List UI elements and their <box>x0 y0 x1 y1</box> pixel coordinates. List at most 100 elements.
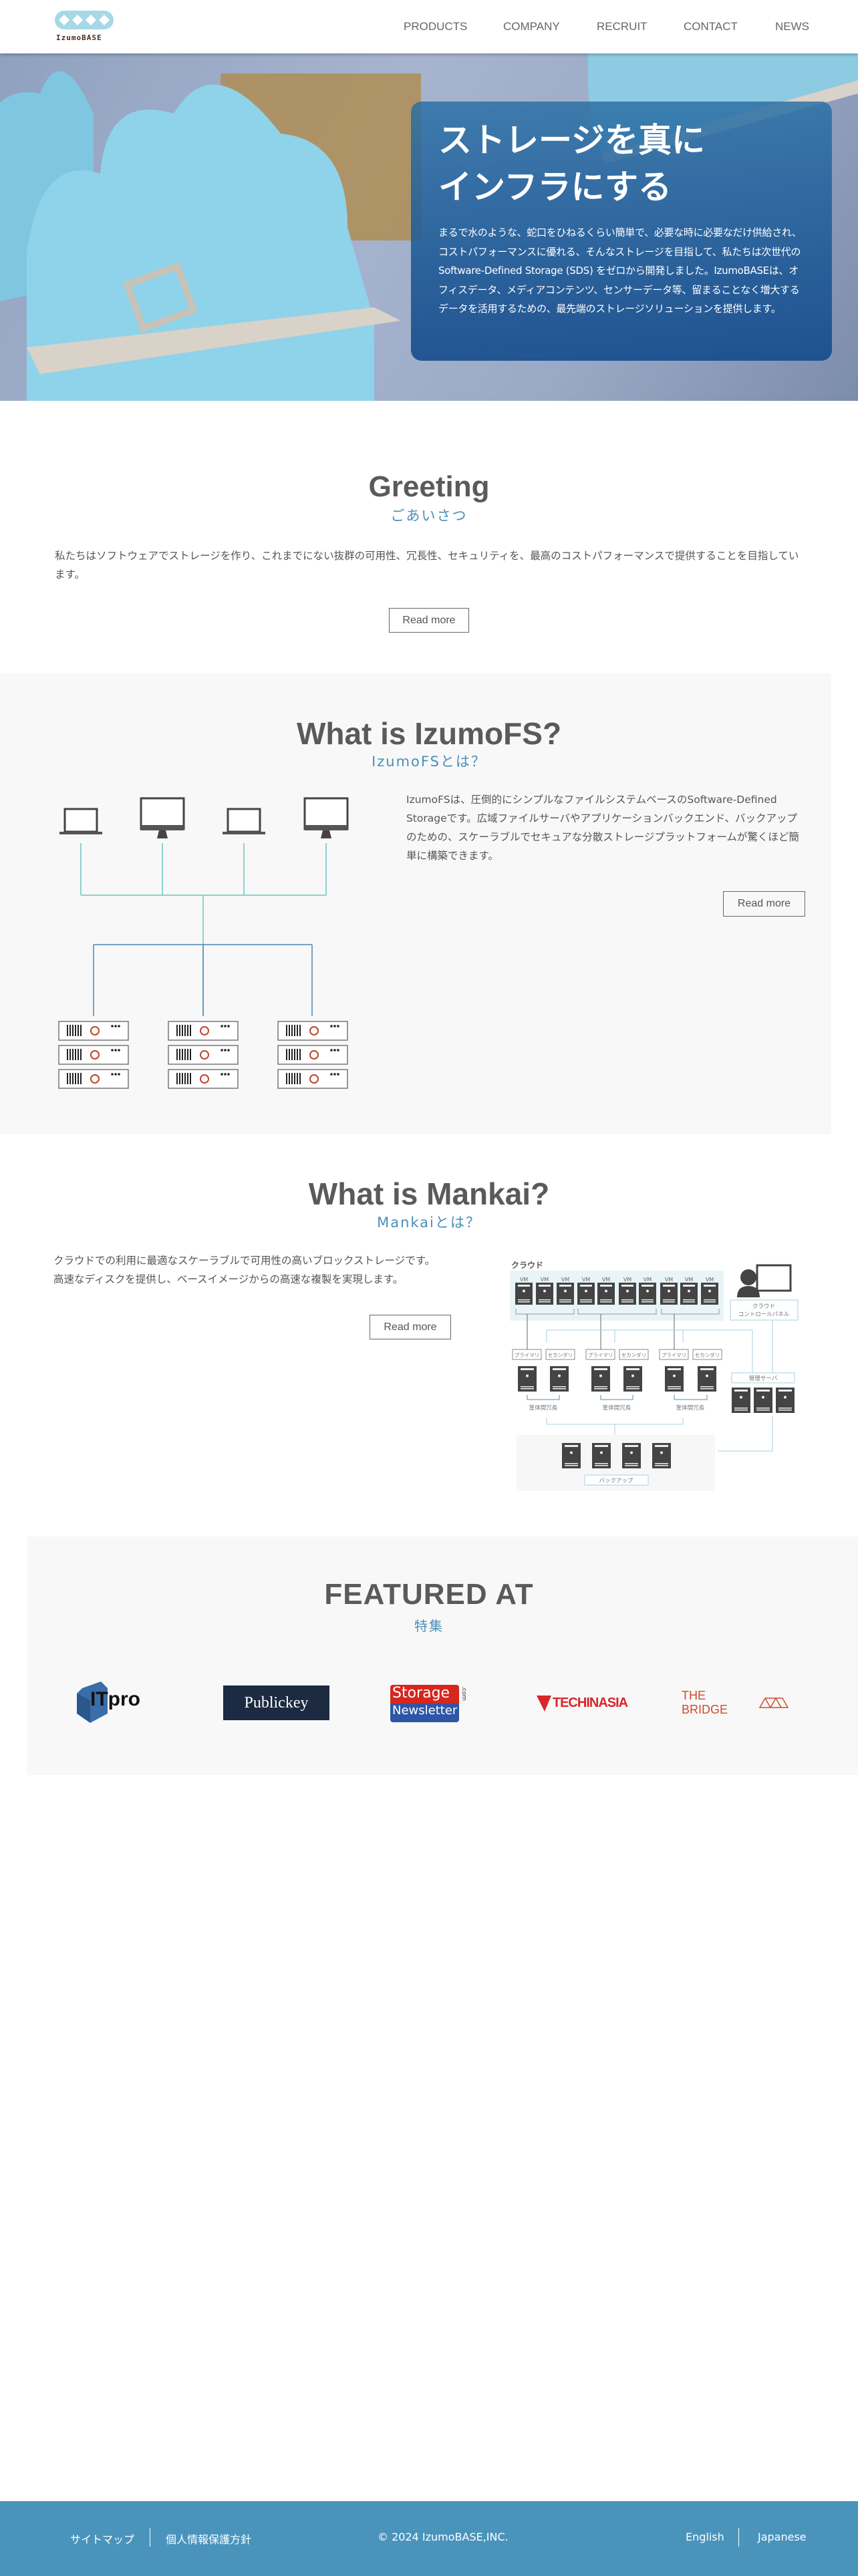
status-led <box>337 1049 339 1052</box>
server-slot <box>778 1408 792 1409</box>
monitor-stand <box>157 830 168 838</box>
drive-bay <box>176 1049 178 1060</box>
status-led <box>224 1049 227 1052</box>
vm-label: VM <box>561 1277 569 1283</box>
drive-bay <box>297 1049 298 1060</box>
publickey-logo[interactable]: Publickey <box>223 1685 329 1720</box>
server-slot <box>521 1368 534 1370</box>
redundancy-bracket <box>674 1395 708 1400</box>
server-slot <box>734 1390 748 1392</box>
izumofs-read-more-button[interactable]: Read more <box>723 891 805 917</box>
server-led <box>558 1374 561 1378</box>
server-slot <box>580 1299 592 1301</box>
nav-contact[interactable]: CONTACT <box>684 20 738 33</box>
status-led <box>333 1049 336 1052</box>
server-led <box>543 1289 546 1293</box>
server-slot <box>734 1408 748 1409</box>
mgmt-server-label: 管理サーバ <box>749 1375 778 1382</box>
laptop-base <box>223 832 265 834</box>
server-logo <box>309 1050 319 1060</box>
drive-bay <box>299 1073 301 1084</box>
vm-label: VM <box>541 1277 549 1283</box>
server-slot <box>600 1301 612 1303</box>
drive-bay <box>286 1073 287 1084</box>
server-slot <box>663 1301 675 1303</box>
status-led <box>114 1025 117 1027</box>
footer-english-link[interactable]: English <box>686 2531 724 2543</box>
thebridge-logo[interactable]: THE BRIDGE <box>682 1689 789 1716</box>
status-led <box>118 1025 120 1027</box>
nav-recruit[interactable]: RECRUIT <box>597 20 648 33</box>
footer-japanese-link[interactable]: Japanese <box>758 2531 807 2543</box>
server-led <box>762 1396 764 1399</box>
server-slot <box>594 1388 607 1390</box>
status-led <box>111 1073 114 1076</box>
drive-bay <box>176 1073 178 1084</box>
server-icon <box>665 1366 684 1392</box>
server-slot <box>626 1368 639 1370</box>
server-slot <box>594 1386 607 1388</box>
server-led <box>526 1374 529 1378</box>
footer-sitemap-link[interactable]: サイトマップ <box>70 2533 135 2546</box>
storage-server-icon <box>58 1069 129 1089</box>
nav-news[interactable]: NEWS <box>775 20 809 33</box>
mankai-text-line: 高速なディスクを提供し、ベースイメージからの高速な複製を実現します。 <box>53 1273 404 1285</box>
drive-bay <box>184 1073 186 1084</box>
status-led <box>114 1049 117 1052</box>
secondary-label: セカンダリ <box>548 1351 573 1358</box>
cloud-label: クラウド <box>511 1261 543 1270</box>
izumofs-diagram <box>58 797 349 1089</box>
server-logo <box>200 1026 209 1035</box>
drive-bay <box>67 1073 68 1084</box>
drive-bay <box>190 1049 191 1060</box>
itpro-logo[interactable]: ITpro <box>77 1681 170 1723</box>
status-led <box>114 1073 117 1076</box>
status-led <box>221 1049 223 1052</box>
server-slot <box>580 1301 592 1303</box>
server-slot <box>641 1299 654 1301</box>
greeting-read-more-button[interactable]: Read more <box>389 608 469 633</box>
server-logo <box>90 1026 100 1035</box>
nav-products[interactable]: PRODUCTS <box>404 20 468 33</box>
nav-company[interactable]: COMPANY <box>503 20 560 33</box>
status-led <box>330 1049 333 1052</box>
drive-bay <box>78 1049 79 1060</box>
server-slot <box>683 1285 695 1287</box>
server-slot <box>595 1445 608 1447</box>
drive-bay <box>286 1025 287 1036</box>
drive-bay <box>190 1073 191 1084</box>
server-led <box>600 1451 603 1454</box>
techinasia-mark-icon <box>536 1696 551 1712</box>
footer-copyright: © 2024 IzumoBASE,INC. <box>378 2531 509 2543</box>
server-slot <box>683 1301 695 1303</box>
storage-server-icon <box>277 1021 348 1041</box>
hero-title: ストレージを真に インフラにする <box>438 117 813 210</box>
server-slot <box>700 1386 714 1388</box>
vm-label: VM <box>602 1277 610 1283</box>
mankai-read-more-button[interactable]: Read more <box>370 1315 451 1339</box>
footer-privacy-link[interactable]: 個人情報保護方針 <box>166 2533 252 2546</box>
mankai-subtitle: Mankaiとは？ <box>377 1215 481 1231</box>
status-led <box>221 1073 223 1076</box>
server-slot <box>756 1408 770 1409</box>
mgmt-server-box <box>731 1372 795 1384</box>
logo[interactable]: IzumoBASE <box>52 9 115 44</box>
hero-title-line: ストレージを真に <box>438 121 705 160</box>
publickey-text: Publickey <box>244 1694 309 1712</box>
server-slot <box>600 1299 612 1301</box>
person-body <box>737 1286 760 1297</box>
primary-label: プライマリ <box>515 1352 540 1358</box>
server-logo <box>90 1074 100 1084</box>
server-slot <box>559 1301 571 1303</box>
newsletter-text: Newsletter <box>390 1704 459 1722</box>
server-slot <box>600 1285 612 1287</box>
drive-bay <box>80 1049 82 1060</box>
server-slot <box>625 1445 638 1447</box>
server-slot <box>756 1390 770 1392</box>
server-slot <box>663 1285 675 1287</box>
server-icon <box>776 1388 795 1413</box>
status-led <box>118 1049 120 1052</box>
techinasia-logo[interactable]: TECHINASIA <box>529 1692 635 1714</box>
vm-label: VM <box>665 1277 673 1283</box>
storage-newsletter-logo[interactable]: Storage Newsletter .com <box>390 1685 468 1722</box>
